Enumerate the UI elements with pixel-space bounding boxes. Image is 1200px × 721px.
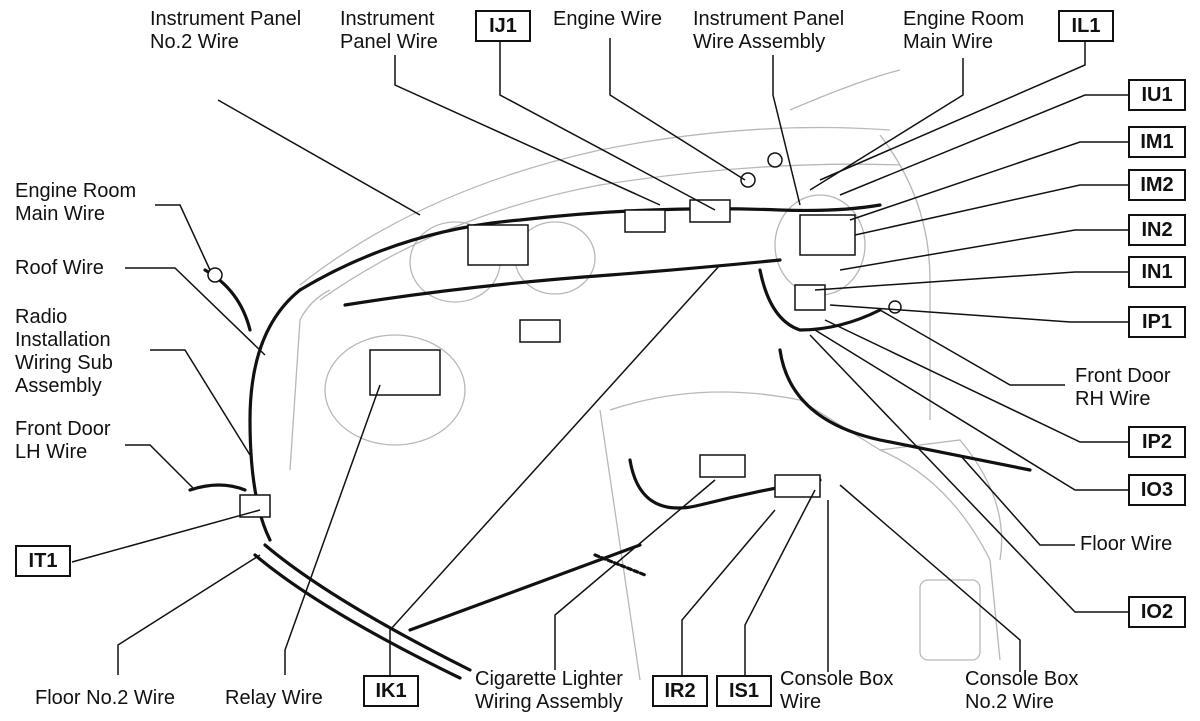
leader-ip1: [829, 304, 1128, 323]
leader-front-door-lh: [125, 444, 196, 491]
driver-side-edge: [289, 289, 331, 471]
label-radio-installation-wiring-sub-assembly: Radio Installation Wiring Sub Assembly: [15, 306, 113, 397]
leader-it1: [71, 509, 261, 563]
label-relay-wire: Relay Wire: [225, 687, 323, 709]
label-front-door-lh-wire: Front Door LH Wire: [15, 418, 111, 463]
leader-engine-room-left: [155, 204, 211, 271]
connector-ip2: IP2: [1128, 426, 1186, 458]
leader-ip-wire-assembly: [772, 55, 801, 206]
leader-in1: [814, 271, 1128, 291]
leader-cigarette-lighter: [554, 479, 716, 670]
leader-ik1: [389, 264, 721, 675]
label-cigarette-lighter-wiring-assembly: Cigarette Lighter Wiring Assembly: [475, 668, 623, 713]
center-console-outline: [599, 409, 1001, 681]
leader-front-door-rh: [879, 309, 1065, 386]
dashboard-top-outline: [299, 126, 891, 286]
connector-io3: IO3: [1128, 474, 1186, 506]
connector-cluster-7: [774, 474, 821, 498]
windshield-edge: [789, 69, 901, 111]
connector-in2: IN2: [1128, 214, 1186, 246]
label-engine-room-main-wire-top: Engine Room Main Wire: [903, 8, 1025, 53]
front-door-lh-branch: [188, 483, 247, 492]
console-armrest-outline: [879, 439, 1003, 561]
connector-ij1: IJ1: [475, 10, 531, 42]
grommet-firewall: [767, 152, 783, 168]
connector-cluster-3: [799, 214, 856, 256]
connector-ip1: IP1: [1128, 306, 1186, 338]
connector-in1: IN1: [1128, 256, 1186, 288]
label-instrument-panel-wire-assembly: Instrument Panel Wire Assembly: [693, 8, 845, 53]
grommet-rh-door: [888, 300, 902, 314]
floor-no2-harness-b: [253, 553, 462, 680]
label-console-box-no2-wire: Console Box No.2 Wire: [965, 668, 1079, 713]
leader-floor-wire: [959, 454, 1075, 546]
console-box-lid: [919, 579, 981, 661]
dashboard-inner-outline: [319, 163, 901, 301]
floor-no2-harness-a: [263, 543, 472, 672]
connector-cluster-4: [794, 284, 826, 311]
leader-io2: [809, 334, 1128, 613]
leader-iu1: [839, 94, 1128, 196]
connector-im2: IM2: [1128, 169, 1186, 201]
leader-relay-wire: [284, 384, 381, 675]
connector-iu1: IU1: [1128, 79, 1186, 111]
label-instrument-panel-no2-wire: Instrument Panel No.2 Wire: [150, 8, 302, 53]
connector-is1: IS1: [716, 675, 772, 707]
connector-cluster-8: [239, 494, 271, 518]
leader-roof-wire: [125, 267, 266, 356]
connector-cluster-2: [689, 199, 731, 223]
connector-il1: IL1: [1058, 10, 1114, 42]
connector-io2: IO2: [1128, 596, 1186, 628]
connector-ik1: IK1: [363, 675, 419, 707]
main-dash-harness: [298, 203, 882, 292]
leader-ir2: [681, 509, 776, 675]
label-console-box-wire: Console Box Wire: [780, 668, 894, 713]
leader-in2: [839, 229, 1128, 271]
connector-cluster-6: [699, 454, 746, 478]
passenger-side-edge: [879, 134, 931, 420]
label-roof-wire: Roof Wire: [15, 257, 104, 279]
leader-floor-no2: [117, 554, 261, 675]
connector-cluster-5: [519, 319, 561, 343]
label-front-door-rh-wire: Front Door RH Wire: [1075, 365, 1171, 410]
instrument-panel-harness: [343, 258, 782, 307]
floor-wire-harness: [778, 348, 1032, 472]
connector-ir2: IR2: [652, 675, 708, 707]
grommet-left: [207, 267, 223, 283]
junction-block-upper: [467, 224, 529, 266]
grommet-engine: [740, 172, 756, 188]
leader-console-box-no2: [839, 484, 1021, 672]
label-floor-wire: Floor Wire: [1080, 533, 1173, 555]
leader-radio-installation: [150, 349, 251, 456]
label-engine-wire: Engine Wire: [553, 8, 662, 30]
leader-ip2: [824, 319, 1128, 443]
floor-tunnel-outline: [609, 391, 881, 451]
leader-engine-room-top: [809, 58, 964, 191]
connector-it1: IT1: [15, 545, 71, 577]
steering-column-outline: [324, 334, 466, 446]
connector-cluster-1: [624, 209, 666, 233]
leader-il1: [819, 42, 1086, 181]
label-engine-room-main-wire-left: Engine Room Main Wire: [15, 180, 137, 225]
floor-harness-dash: [593, 553, 647, 577]
leader-is1: [744, 489, 816, 675]
leader-engine-wire: [609, 38, 746, 181]
connector-im1: IM1: [1128, 126, 1186, 158]
leader-im2: [854, 184, 1128, 236]
leader-io3: [814, 329, 1128, 491]
label-floor-no2-wire: Floor No.2 Wire: [35, 687, 176, 709]
leader-instrument-panel-wire: [394, 55, 661, 206]
leader-ij1: [499, 42, 716, 211]
leader-instrument-panel-no2: [217, 99, 421, 216]
relay-block: [369, 349, 441, 396]
label-instrument-panel-wire: Instrument Panel Wire: [340, 8, 438, 53]
front-door-rh-harness: [758, 268, 882, 332]
leader-im1: [849, 141, 1128, 221]
